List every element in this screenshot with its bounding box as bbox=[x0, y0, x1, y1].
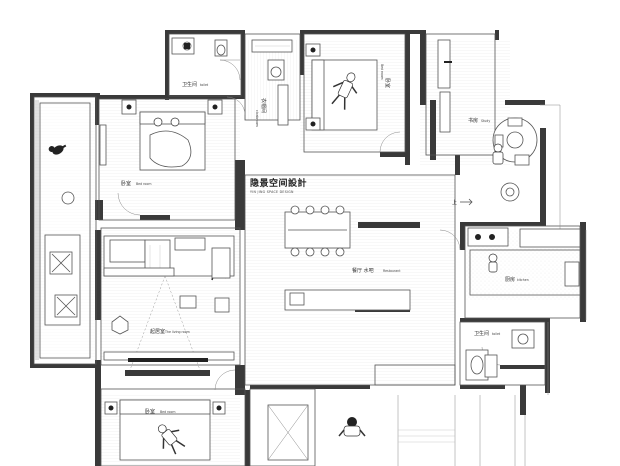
room-label-cloakroom: 衣帽间 bbox=[260, 98, 267, 113]
room-label-bedroom-top: 卧室 bbox=[384, 78, 391, 88]
room-label-study-en: Study bbox=[481, 119, 490, 123]
brand-subtitle: YIN JING SPACE DESIGN bbox=[250, 190, 294, 194]
brand-title: 隐景空间設計 bbox=[250, 177, 307, 189]
room-label-bedroom-master-en: Bed room bbox=[136, 182, 151, 186]
bathroom-right-furniture bbox=[465, 329, 535, 381]
bathroom-top-furniture bbox=[171, 37, 228, 57]
room-label-bathroom-right-en: toilet bbox=[492, 332, 501, 336]
room-label-bathroom-top: 卫生间 bbox=[182, 81, 197, 88]
bedroom-top-furniture bbox=[305, 43, 378, 131]
room-label-bedroom-master: 卧室 bbox=[121, 180, 131, 187]
room-label-bathroom-right: 卫生间 bbox=[474, 330, 489, 337]
walls bbox=[30, 30, 586, 466]
master-bedroom-furniture bbox=[99, 99, 223, 171]
room-label-bedroom-top-en: Bed room bbox=[380, 64, 384, 79]
room-label-dining: 餐厅 水吧 bbox=[352, 267, 374, 274]
room-label-bedroom-bottom: 卧室 bbox=[145, 408, 155, 415]
room-label-dining-en: Restaurant bbox=[383, 269, 401, 273]
kitchen-furniture bbox=[467, 227, 581, 296]
room-label-kitchen-en: kitchen bbox=[517, 278, 529, 282]
outlines bbox=[33, 33, 587, 466]
bedroom-bottom-furniture bbox=[104, 399, 226, 461]
balcony-furniture bbox=[44, 144, 81, 326]
arrow-head-icon bbox=[468, 198, 473, 206]
room-label-study: 书房 bbox=[468, 117, 478, 124]
room-label-bathroom-top-en: toilet bbox=[200, 83, 209, 87]
up-arrow-label: 上 bbox=[452, 199, 457, 206]
room-label-living: 起居室 bbox=[150, 328, 165, 335]
room-label-bedroom-bottom-en: Bed room bbox=[160, 410, 175, 414]
dining-furniture bbox=[284, 205, 411, 311]
room-label-living-en: The living room bbox=[164, 330, 190, 334]
study-furniture bbox=[437, 39, 538, 202]
cloakroom-furniture bbox=[251, 39, 293, 126]
room-label-cloakroom-en: cloakroom bbox=[255, 110, 259, 127]
stairwell bbox=[267, 395, 526, 466]
room-label-kitchen: 厨房 bbox=[505, 276, 515, 283]
living-room-furniture bbox=[103, 235, 235, 371]
